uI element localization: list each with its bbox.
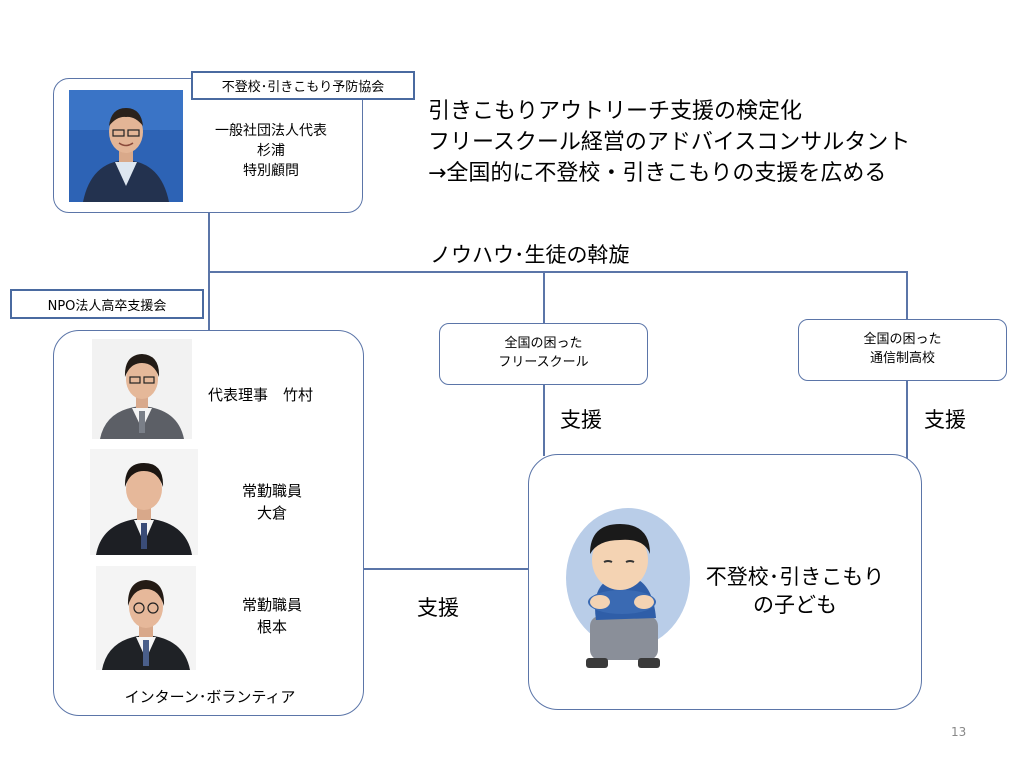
freeschool-line: 全国の困った	[504, 336, 583, 351]
top-org-label: 不登校･引きこもり予防協会	[191, 71, 415, 100]
top-org-line: 一般社団法人代表	[215, 123, 327, 139]
freeschool-line: フリースクール	[498, 355, 589, 370]
tsushin-line: 通信制高校	[869, 351, 935, 366]
member-line: 常勤職員	[241, 596, 302, 614]
member-text-takemura: 代表理事 竹村	[208, 384, 313, 405]
member-line: 常勤職員	[241, 482, 302, 500]
connector-freeschool-vertical	[543, 271, 545, 325]
top-org-line: 杉浦	[257, 143, 285, 159]
child-line: 不登校･引きこもり	[705, 565, 885, 589]
child-line: の子ども	[753, 593, 837, 617]
freeschool-box: 全国の困った フリースクール	[439, 323, 648, 385]
connector-npo-to-child	[364, 568, 530, 570]
connector-tsushin-to-child	[906, 381, 908, 459]
top-org-photo	[69, 90, 183, 202]
heading-text: 引きこもりアウトリーチ支援の検定化 フリースクール経営のアドバイスコンサルタント…	[428, 96, 1018, 189]
support-label-npo: 支援	[417, 596, 459, 620]
page-number: 13	[951, 725, 967, 739]
member-text-okura: 常勤職員 大倉	[222, 480, 322, 524]
heading-line: フリースクール経営のアドバイスコンサルタント	[428, 130, 911, 155]
tsushin-box: 全国の困った 通信制高校	[798, 319, 1007, 381]
top-org-text: 一般社団法人代表 杉浦 特別顧問	[194, 121, 348, 181]
member-line: 根本	[256, 618, 287, 636]
connector-label: ノウハウ･生徒の斡旋	[430, 243, 630, 267]
tsushin-line: 全国の困った	[863, 332, 942, 347]
member-line: 大倉	[256, 504, 287, 522]
top-org-line: 特別顧問	[243, 163, 299, 179]
member-text-nemoto: 常勤職員 根本	[222, 594, 322, 638]
connector-freeschool-to-child	[543, 384, 545, 456]
member-photo-nemoto	[96, 566, 196, 670]
npo-label: NPO法人高卒支援会	[10, 289, 204, 319]
connector-horizontal	[208, 271, 908, 273]
member-photo-okura	[90, 449, 198, 555]
support-label-freeschool: 支援	[560, 408, 602, 432]
npo-footer: インターン･ボランティア	[124, 688, 296, 706]
support-label-tsushin: 支援	[924, 408, 966, 432]
member-photo-takemura	[92, 339, 192, 439]
child-text: 不登校･引きこもり の子ども	[690, 563, 900, 619]
member-line: 代表理事 竹村	[208, 386, 314, 404]
heading-line: →全国的に不登校・引きこもりの支援を広める	[428, 161, 887, 186]
child-illustration	[560, 498, 700, 674]
heading-line: 引きこもりアウトリーチ支援の検定化	[428, 99, 803, 124]
connector-tsushin-vertical	[906, 271, 908, 321]
